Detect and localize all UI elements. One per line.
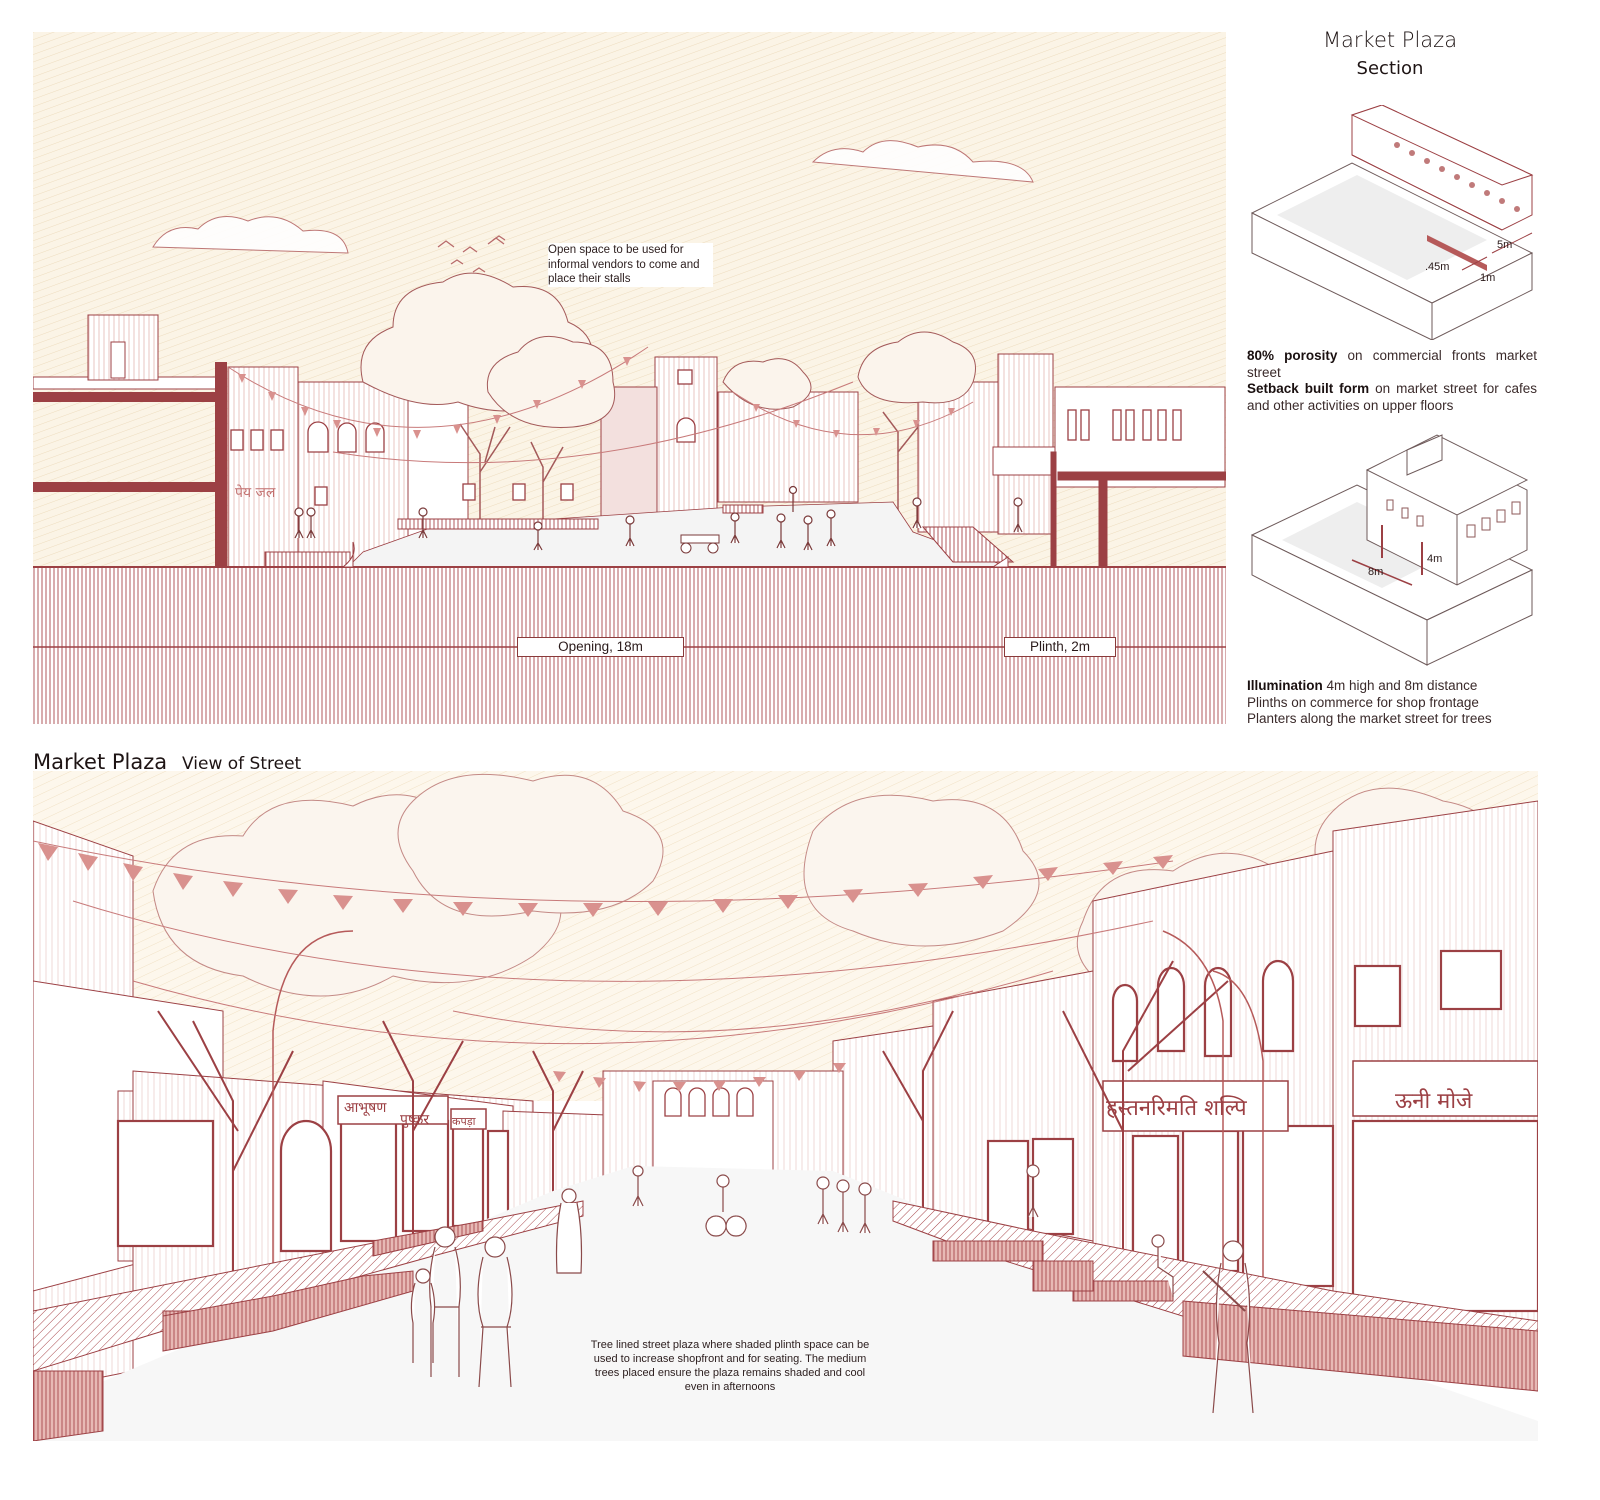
street-lamps	[272, 930, 1264, 1331]
iso-windows	[1386, 499, 1521, 538]
iso1-label-1m: 1m	[1480, 272, 1496, 284]
sidebar-title: Market Plaza	[1322, 28, 1458, 52]
iso2-label-4m: 4m	[1427, 553, 1443, 565]
right-plinths	[892, 1200, 1538, 1392]
right-storefronts	[986, 949, 1538, 1313]
plinth-note-line: Plinths on commerce for shop frontage	[1247, 694, 1479, 710]
left-building	[33, 314, 227, 567]
plaza-annotation: Tree lined street plaza where shaded pli…	[590, 1339, 870, 1393]
windows	[230, 369, 1182, 506]
sign-handicraft: हस्तनरिमति शल्पि	[1106, 1096, 1247, 1121]
illumination-note: Illumination 4m high and 8m distance Pli…	[1247, 678, 1537, 728]
section-illustration: पेय जल	[33, 32, 1226, 724]
building-2	[297, 381, 409, 568]
iso2-label-8m: 8m	[1368, 566, 1384, 578]
iso-building	[1365, 434, 1529, 586]
street-view-drawing	[33, 771, 1538, 1441]
iso-arches	[1394, 142, 1520, 212]
bunting-flags	[238, 357, 955, 439]
iso1-label-5m: 5m	[1497, 239, 1513, 251]
trees	[360, 272, 976, 429]
vendor-cart	[680, 534, 720, 554]
vendor-annotation: Open space to be used for informal vendo…	[548, 243, 713, 287]
illumination-bold: Illumination	[1247, 678, 1323, 693]
section-drawing: पेय जल	[33, 32, 1226, 724]
street-trees	[157, 960, 1229, 1341]
street-people	[410, 1164, 1254, 1414]
sidebar-subtitle: Section	[1356, 58, 1424, 79]
sign-cloth: कपड़ा	[452, 1115, 476, 1128]
porosity-bold: 80% porosity	[1247, 348, 1338, 363]
illumination-text: 4m high and 8m distance	[1322, 678, 1478, 693]
iso1-label-045m: .45m	[1425, 261, 1450, 273]
cloud-group	[152, 140, 1034, 254]
building-8	[997, 353, 1054, 535]
iso-diagram-2	[1247, 430, 1537, 670]
plinths	[264, 504, 1015, 569]
street-flags	[38, 843, 1173, 1092]
left-storefronts	[116, 1119, 510, 1253]
bunting	[227, 346, 974, 464]
setback-bold: Setback built form	[1247, 381, 1370, 396]
iso-lamps	[1381, 525, 1423, 575]
birds	[437, 235, 506, 273]
street-view-illustration	[33, 771, 1538, 1441]
plinth-tag: Plinth, 2m	[1004, 637, 1116, 657]
tree-trunks	[459, 411, 919, 544]
building-7	[917, 381, 999, 533]
iso-diagram-1	[1247, 105, 1537, 340]
setback-text: on market street for cafes and other act…	[1247, 381, 1537, 413]
porosity-text: on commercial fronts market street	[1247, 348, 1537, 380]
planter-note-line: Planters along the market street for tre…	[1247, 711, 1492, 726]
view-title: Market Plaza	[33, 750, 168, 774]
building-5	[600, 386, 658, 538]
street-bunting	[33, 840, 1174, 1045]
person-musician	[1212, 1240, 1254, 1414]
opening-tag: Opening, 18m	[517, 637, 684, 657]
view-subtitle: View of Street	[182, 754, 302, 774]
sign-jewellery: आभूषण	[344, 1100, 387, 1116]
person-family	[429, 1226, 461, 1377]
water-sign: पेय जल	[235, 484, 276, 501]
sign-pushkar: पुष्कर	[400, 1112, 430, 1128]
people	[294, 485, 1023, 551]
sign-wool-socks: ऊनी मोजे	[1395, 1089, 1473, 1114]
porosity-note: 80% porosity on commercial fronts market…	[1247, 348, 1537, 414]
building-1	[227, 366, 299, 568]
